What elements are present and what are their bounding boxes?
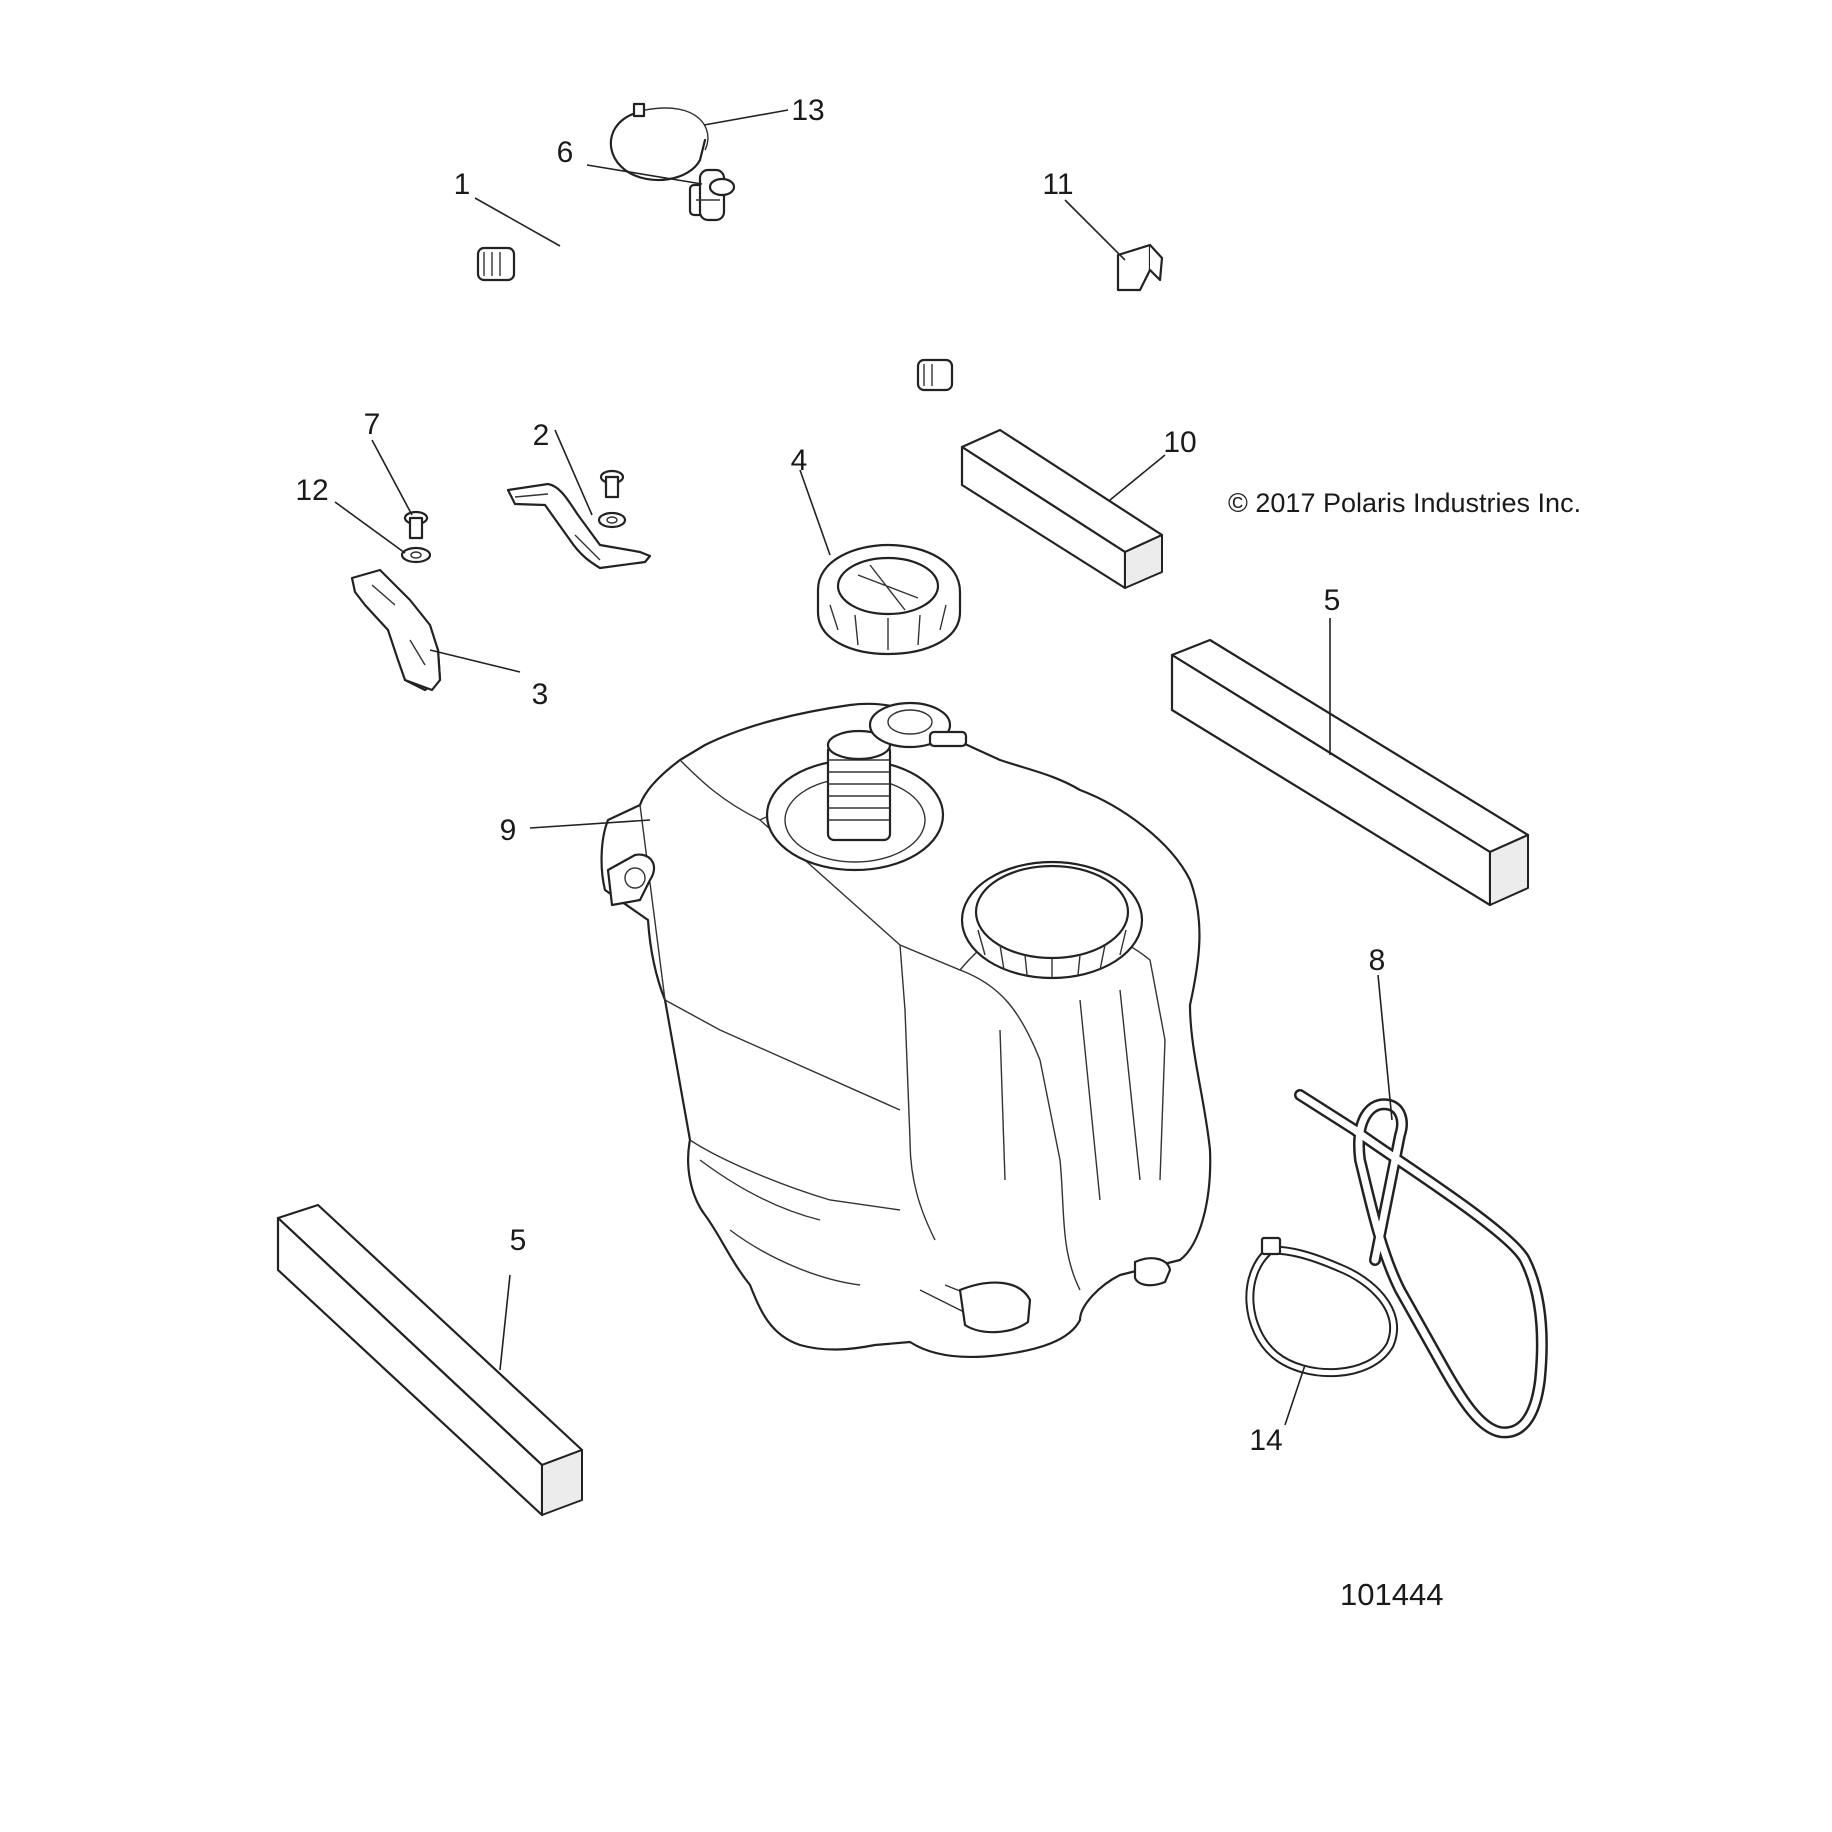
bracket-2-bolt	[597, 469, 627, 529]
tank-filler-neck	[765, 729, 945, 872]
part-8-strap	[1294, 1089, 1548, 1439]
part-13-clamp	[609, 102, 709, 182]
callout-2: 2	[533, 419, 550, 452]
part-1-vent-hose	[476, 202, 954, 392]
callout-5-right: 5	[1324, 584, 1341, 617]
callout-6: 6	[557, 136, 574, 169]
part-4-fuel-cap	[816, 543, 962, 656]
part-11-clip	[1116, 243, 1164, 292]
callout-1: 1	[454, 168, 471, 201]
part-5-foam-block-right	[1170, 638, 1530, 907]
leader-lines	[334, 109, 1393, 1426]
callout-4: 4	[791, 444, 808, 477]
callouts: 1 2 3 4 5 5 6 7 8 9 10 11 12 13 14	[295, 94, 1385, 1457]
figure-number: 101444	[1340, 1577, 1443, 1612]
callout-3: 3	[532, 678, 549, 711]
part-14-cable-tie	[1245, 1236, 1399, 1378]
callout-13: 13	[791, 94, 824, 127]
part-12-washer	[400, 546, 432, 564]
callout-12: 12	[295, 474, 328, 507]
part-6-vent-valve	[688, 168, 736, 222]
part-7-bolt	[403, 510, 429, 540]
callout-9: 9	[500, 814, 517, 847]
callout-14: 14	[1249, 1424, 1282, 1457]
part-2-bracket	[506, 482, 652, 570]
tank-mounting-tab	[606, 853, 656, 907]
callout-8: 8	[1369, 944, 1386, 977]
hose-connector-left	[476, 246, 516, 282]
hose-connector-right	[916, 358, 954, 392]
tank-vent-fitting	[868, 701, 968, 749]
callout-11: 11	[1042, 168, 1073, 201]
callout-7: 7	[364, 408, 381, 441]
callout-10: 10	[1163, 426, 1196, 459]
copyright-notice: © 2017 Polaris Industries Inc.	[1228, 488, 1581, 518]
callout-5-left: 5	[510, 1224, 527, 1257]
part-10-foam-block	[960, 428, 1164, 590]
part-3-bracket	[350, 568, 442, 692]
tank-fuel-pump-ring	[960, 860, 1144, 980]
part-5-foam-block-left	[276, 1203, 584, 1517]
part-9-fuel-tank	[600, 701, 1212, 1358]
